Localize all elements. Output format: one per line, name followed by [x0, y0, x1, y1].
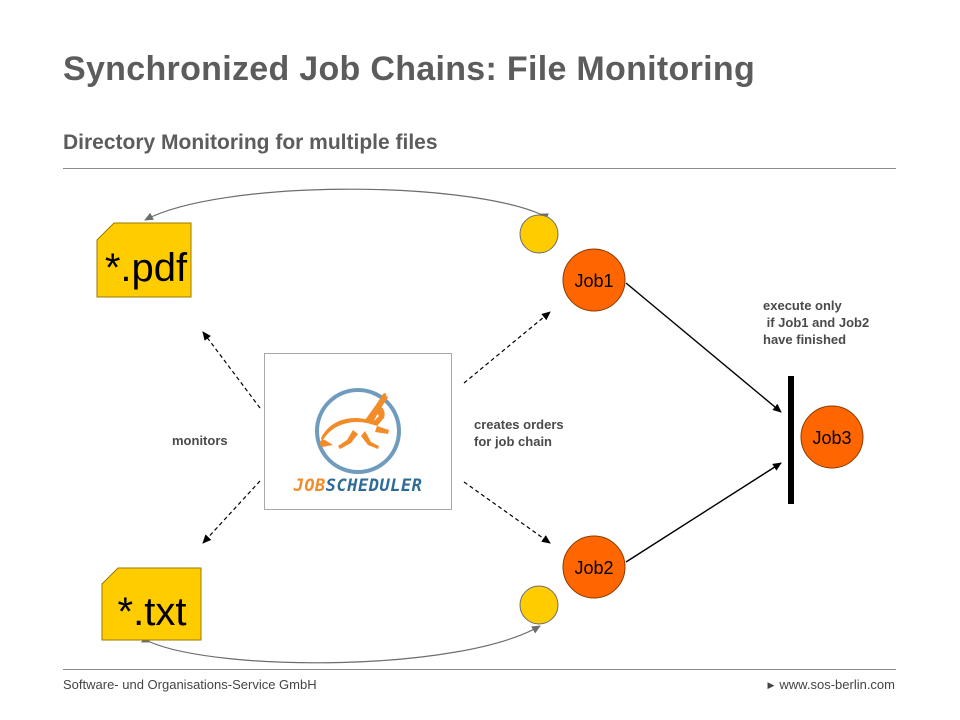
monitor-pdf-arrow [202, 331, 261, 409]
footer-website[interactable]: www.sos-berlin.com [779, 677, 895, 692]
order-circle-top [519, 214, 559, 254]
pdf-file-icon: *.pdf [96, 222, 192, 298]
pdf-file-label: *.pdf [105, 246, 188, 290]
logo-text: JOBSCHEDULER [293, 476, 423, 496]
job3-node: Job3 [800, 405, 864, 469]
job1-label: Job1 [574, 271, 613, 291]
logo-text-scheduler: SCHEDULER [326, 476, 423, 496]
logo-ring [315, 388, 401, 474]
txt-loop-arrow [141, 625, 541, 664]
order-job1-arrow [463, 311, 551, 384]
header-divider [63, 168, 896, 169]
footer-company: Software- und Organisations-Service GmbH [63, 677, 317, 692]
hare-icon [319, 393, 389, 449]
page-subtitle: Directory Monitoring for multiple files [63, 131, 438, 154]
jobscheduler-logo: JOBSCHEDULER [293, 388, 423, 496]
job2-label: Job2 [574, 558, 613, 578]
monitor-txt-arrow [202, 480, 261, 544]
job1-node: Job1 [562, 248, 626, 312]
footer-divider [63, 669, 896, 670]
monitors-label: monitors [172, 433, 228, 448]
job1-to-sync-arrow [625, 282, 782, 413]
order-job2-arrow [463, 481, 551, 544]
job3-label: Job3 [812, 428, 851, 448]
creates-orders-label: creates orders for job chain [474, 417, 564, 449]
job2-node: Job2 [562, 535, 626, 599]
triangle-right-icon: ▶ [767, 680, 775, 690]
txt-file-label: *.txt [118, 590, 187, 634]
logo-text-job: JOB [293, 476, 326, 496]
pdf-loop-arrow [144, 188, 549, 221]
footer-link[interactable]: ▶ www.sos-berlin.com [767, 677, 895, 692]
page-title: Synchronized Job Chains: File Monitoring [63, 50, 756, 88]
job2-to-sync-arrow [625, 462, 782, 563]
jobscheduler-logo-box: JOBSCHEDULER [264, 353, 452, 510]
txt-file-icon: *.txt [101, 567, 202, 641]
order-circle-bottom [519, 585, 559, 625]
execute-only-label: execute only if Job1 and Job2 have finis… [763, 298, 870, 347]
